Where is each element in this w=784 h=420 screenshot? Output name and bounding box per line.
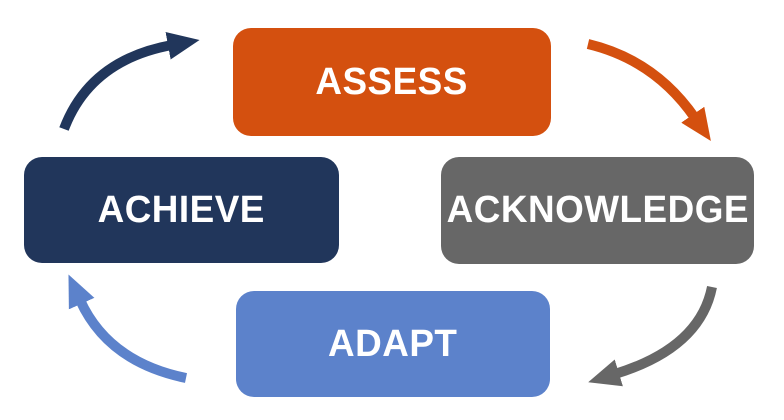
node-assess: ASSESS [233, 28, 551, 136]
node-acknowledge: ACKNOWLEDGE [441, 157, 754, 264]
curved-arrow-adapt-to-achieve [68, 274, 188, 383]
node-adapt: ADAPT [236, 291, 550, 397]
node-assess-label: ASSESS [315, 60, 469, 103]
node-achieve: ACHIEVE [24, 157, 339, 263]
curved-arrow-acknowledge-to-adapt [588, 285, 717, 387]
node-achieve-label: ACHIEVE [97, 188, 266, 231]
curved-arrow-achieve-to-assess [59, 31, 200, 131]
node-adapt-label: ADAPT [328, 322, 458, 365]
curved-arrow-assess-to-acknowledge [586, 39, 711, 142]
node-acknowledge-label: ACKNOWLEDGE [446, 189, 749, 231]
